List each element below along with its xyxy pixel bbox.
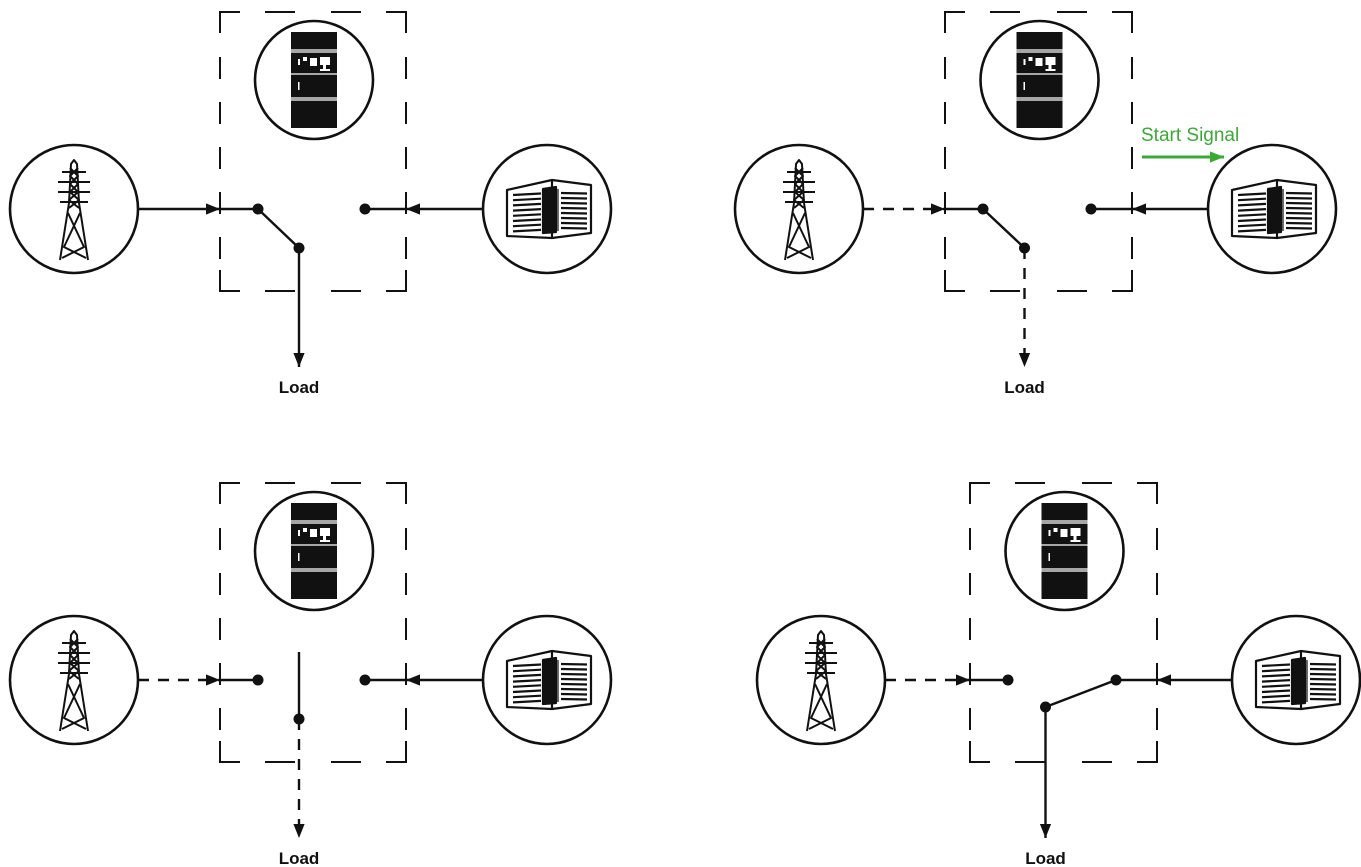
switch-blade: [1045, 678, 1117, 709]
transfer-switch-enclosure: [219, 11, 407, 292]
generator-icon: [1230, 178, 1318, 240]
switch-blade: [982, 208, 1026, 249]
transfer-switch-cabinet-icon: [291, 32, 337, 128]
generator-icon: [505, 178, 593, 240]
utility-circle: [733, 143, 865, 275]
ats-panel-4: Load: [755, 482, 1361, 867]
load-label: Load: [1025, 849, 1066, 867]
transfer-switch-enclosure: [944, 11, 1133, 292]
load-label: Load: [279, 378, 320, 397]
transfer-switch-enclosure: [219, 482, 407, 763]
power-tower-icon: [58, 630, 90, 732]
transfer-switch-enclosure: [969, 482, 1158, 763]
utility-contact: [1002, 674, 1014, 686]
start-signal-label: Start Signal: [1141, 125, 1239, 146]
transfer-switch-cabinet-icon: [1016, 32, 1063, 128]
generator-contact: [359, 203, 371, 215]
load-label: Load: [279, 849, 320, 867]
utility-contact: [252, 674, 264, 686]
transfer-switch-cabinet-icon: [1041, 503, 1088, 599]
utility-circle: [8, 143, 140, 275]
power-tower-icon: [805, 630, 837, 732]
ats-panel-3: Load: [8, 482, 613, 867]
utility-circle: [755, 614, 887, 746]
utility-circle: [8, 614, 140, 746]
generator-icon: [505, 649, 593, 711]
generator-contact: [359, 674, 371, 686]
switch-blade: [257, 208, 300, 249]
load-label: Load: [1004, 378, 1045, 397]
ats-panel-1: Load: [8, 11, 613, 397]
generator-contact: [1085, 203, 1097, 215]
transfer-switch-cabinet-icon: [291, 503, 337, 599]
ats-panel-2: Load Start Signal: [733, 11, 1338, 397]
generator-icon: [1254, 649, 1342, 711]
power-tower-icon: [58, 159, 90, 261]
power-tower-icon: [783, 159, 815, 261]
